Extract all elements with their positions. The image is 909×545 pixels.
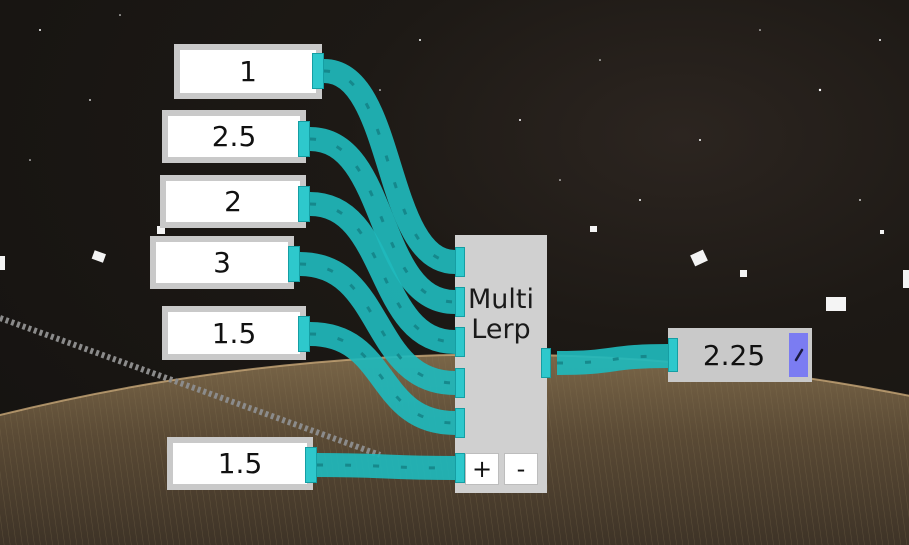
input-port[interactable] bbox=[455, 408, 465, 438]
lerp-factor-node[interactable]: 1.5 bbox=[167, 437, 313, 490]
output-display-node[interactable]: 2.25 bbox=[668, 328, 812, 382]
wire-flow-marker bbox=[299, 262, 456, 385]
input-field[interactable]: 1.5 bbox=[168, 312, 300, 354]
output-value: 2.25 bbox=[702, 338, 766, 372]
input-field[interactable]: 3 bbox=[156, 242, 288, 283]
input-port[interactable] bbox=[668, 338, 678, 372]
input-node-1[interactable]: 1 bbox=[174, 44, 322, 99]
edit-button[interactable] bbox=[789, 333, 808, 377]
wire-flow-marker bbox=[309, 332, 456, 425]
output-port[interactable] bbox=[298, 186, 310, 222]
wires bbox=[299, 59, 669, 480]
stars bbox=[29, 14, 881, 201]
input-port[interactable] bbox=[455, 368, 465, 398]
input-node-5[interactable]: 1.5 bbox=[162, 306, 306, 360]
output-port[interactable] bbox=[312, 53, 324, 89]
wire-flow-marker bbox=[316, 463, 456, 470]
remove-input-button[interactable]: - bbox=[504, 453, 538, 485]
input-field[interactable]: 2 bbox=[166, 181, 300, 222]
input-field[interactable]: 1 bbox=[180, 50, 316, 93]
input-node-2[interactable]: 2.5 bbox=[162, 110, 306, 163]
node-title-line2: Lerp bbox=[471, 314, 531, 345]
laser-beam bbox=[0, 315, 382, 458]
multi-lerp-node[interactable]: Multi Lerp + - bbox=[455, 235, 551, 493]
wire bbox=[322, 59, 457, 274]
wire bbox=[556, 344, 669, 375]
node-title-line1: Multi bbox=[468, 284, 534, 315]
output-port[interactable] bbox=[298, 316, 310, 352]
wire bbox=[309, 192, 456, 354]
wire-flow-marker bbox=[309, 137, 456, 304]
input-port[interactable] bbox=[455, 327, 465, 357]
output-port[interactable] bbox=[288, 246, 300, 282]
result-port[interactable] bbox=[541, 348, 551, 378]
node-title: Multi Lerp bbox=[455, 285, 547, 345]
pencil-icon bbox=[794, 348, 803, 362]
output-port[interactable] bbox=[298, 121, 310, 157]
input-port[interactable] bbox=[455, 247, 465, 277]
lerp-factor-field[interactable]: 1.5 bbox=[173, 443, 307, 484]
debris bbox=[0, 226, 909, 311]
output-port[interactable] bbox=[305, 447, 317, 483]
input-node-3[interactable]: 2 bbox=[160, 175, 306, 228]
input-node-4[interactable]: 3 bbox=[150, 236, 294, 289]
input-field[interactable]: 2.5 bbox=[168, 116, 300, 157]
input-port[interactable] bbox=[455, 287, 465, 317]
add-input-button[interactable]: + bbox=[465, 453, 499, 485]
lerp-factor-port[interactable] bbox=[455, 453, 465, 483]
